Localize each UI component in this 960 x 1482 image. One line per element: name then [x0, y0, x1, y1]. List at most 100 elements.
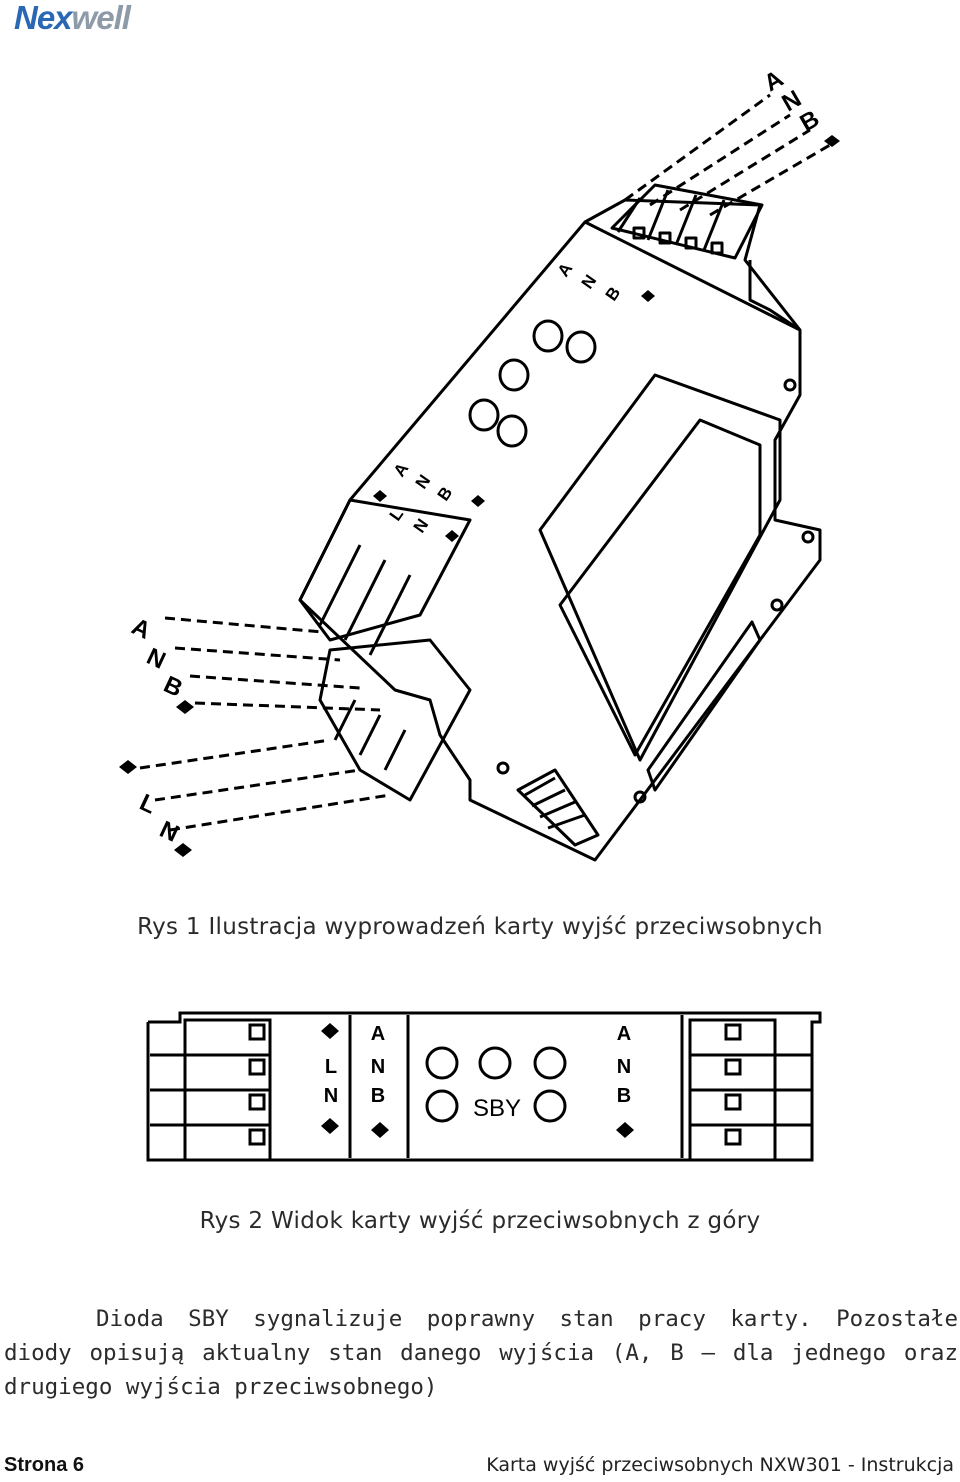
nexwell-logo: Nexwell: [6, 0, 181, 40]
top-view-label-a: A: [371, 1023, 385, 1045]
ground-icon: [641, 290, 655, 302]
ground-icon: [445, 530, 459, 542]
ground-icon: [616, 1122, 634, 1138]
body-label-n: N: [578, 271, 601, 292]
wire-left-a: [164, 616, 323, 634]
terminal-screw: [248, 1128, 266, 1146]
lower-connector-slot: [333, 699, 357, 741]
ground-icon: [174, 843, 192, 857]
description-paragraph: Dioda SBY sygnalizuje poprawny stan prac…: [4, 1302, 958, 1404]
mount-hole: [801, 530, 815, 544]
ground-icon: [820, 135, 844, 147]
led-b2: [533, 1089, 567, 1123]
body-label-a2: A: [390, 459, 413, 480]
led-circle: [498, 358, 530, 392]
top-view-label-b: B: [371, 1085, 385, 1107]
ground-icon: [176, 700, 194, 714]
left-label-n: N: [142, 643, 169, 675]
led-sby: [478, 1046, 512, 1080]
top-connector-slot: [646, 189, 670, 241]
led-a2: [533, 1046, 567, 1080]
card-body-outline: [298, 220, 822, 862]
terminal-screw: [248, 1058, 266, 1076]
hatch-line: [524, 776, 556, 797]
wire-top-n: [649, 113, 791, 207]
lower-connector-slot: [358, 714, 382, 756]
paragraph-line-2: diody opisują aktualny stan danego wyjśc…: [4, 1340, 958, 1366]
mount-hole: [496, 761, 510, 775]
paragraph-line-3: drugiego wyjścia przeciwsobnego): [4, 1374, 438, 1400]
side-window: [558, 418, 762, 757]
lower-connector-slot: [368, 574, 412, 656]
top-terminal-square: [632, 226, 646, 240]
wire-left-l: [154, 768, 361, 802]
paragraph-line-1: Dioda SBY sygnalizuje poprawny stan prac…: [96, 1306, 958, 1332]
top-terminal-square: [684, 236, 698, 250]
wire-left-n2: [169, 793, 391, 832]
left-label-a: A: [127, 613, 154, 645]
document-title: Karta wyjść przeciwsobnych NXW301 - Inst…: [486, 1454, 954, 1476]
lower-connector-slot: [318, 544, 362, 626]
body-label-n3: N: [410, 515, 433, 536]
body-label-a: A: [554, 259, 577, 280]
left-label-n2: N: [155, 816, 182, 848]
lower-connector-slot: [343, 559, 387, 641]
wire-left-b: [189, 674, 361, 690]
hatch-line: [547, 813, 586, 830]
ground-icon: [321, 1023, 339, 1039]
logo-part-well: well: [71, 0, 131, 36]
led-circle: [532, 319, 564, 353]
body-label-n2: N: [412, 471, 435, 492]
page-number: Strona 6: [4, 1454, 85, 1476]
top-view-label-a2: A: [617, 1023, 631, 1045]
top-view-label-n3: N: [617, 1056, 631, 1078]
logo-wordmark: Nexwell: [14, 0, 131, 36]
terminal-screw: [724, 1128, 742, 1146]
wire-top-ground: [709, 143, 831, 217]
ground-icon: [471, 495, 485, 507]
wire-top-b: [679, 128, 811, 212]
left-label-l: L: [135, 789, 160, 820]
terminal-screw: [248, 1093, 266, 1111]
wire-left-n: [174, 646, 341, 662]
card-right-rail: [748, 260, 801, 332]
ground-icon: [373, 490, 387, 502]
body-label-b2: B: [434, 483, 457, 504]
figure-1-caption: Rys 1 Ilustracja wyprowadzeń karty wyjść…: [137, 914, 823, 940]
left-label-b: B: [159, 671, 186, 703]
top-view-label-n2: N: [371, 1056, 385, 1078]
top-view-label-b2: B: [617, 1085, 631, 1107]
mount-hole: [783, 378, 797, 392]
wire-top-a: [624, 93, 771, 202]
top-connector-slot: [674, 194, 698, 246]
mount-hole: [633, 790, 647, 804]
top-view-label-n: N: [324, 1085, 338, 1107]
wire-left-ground-2: [139, 738, 331, 770]
figure-2-caption: Rys 2 Widok karty wyjść przeciwsobnych z…: [199, 1208, 761, 1234]
led-circle: [565, 330, 597, 364]
lower-connector-block-2: [318, 638, 472, 802]
side-vent-strip: [646, 620, 762, 792]
top-terminal-square: [710, 241, 724, 255]
terminal-screw: [724, 1093, 742, 1111]
led-circle: [496, 414, 528, 448]
hatched-foot: [516, 768, 600, 847]
terminal-screw: [248, 1023, 266, 1041]
lower-connector-slot: [383, 729, 407, 771]
ground-icon: [119, 760, 137, 774]
figure-1-drawing: A N B A N B L N A N B A N B L N: [119, 65, 844, 862]
top-connector-slot: [702, 199, 726, 251]
top-view-label-l: L: [325, 1056, 337, 1078]
ground-icon: [321, 1118, 339, 1134]
led-circle: [468, 398, 500, 432]
hatch-line: [539, 800, 576, 819]
terminal-screw: [724, 1058, 742, 1076]
led-a1: [425, 1046, 459, 1080]
side-panel-outline: [538, 373, 782, 762]
figure-2-drawing: L N A N B A N B SBY: [146, 1011, 822, 1162]
terminal-screw: [724, 1023, 742, 1041]
ground-icon: [371, 1122, 389, 1138]
mount-hole: [770, 598, 784, 612]
top-connector-slot: [616, 197, 642, 233]
top-view-outline: [146, 1011, 822, 1162]
